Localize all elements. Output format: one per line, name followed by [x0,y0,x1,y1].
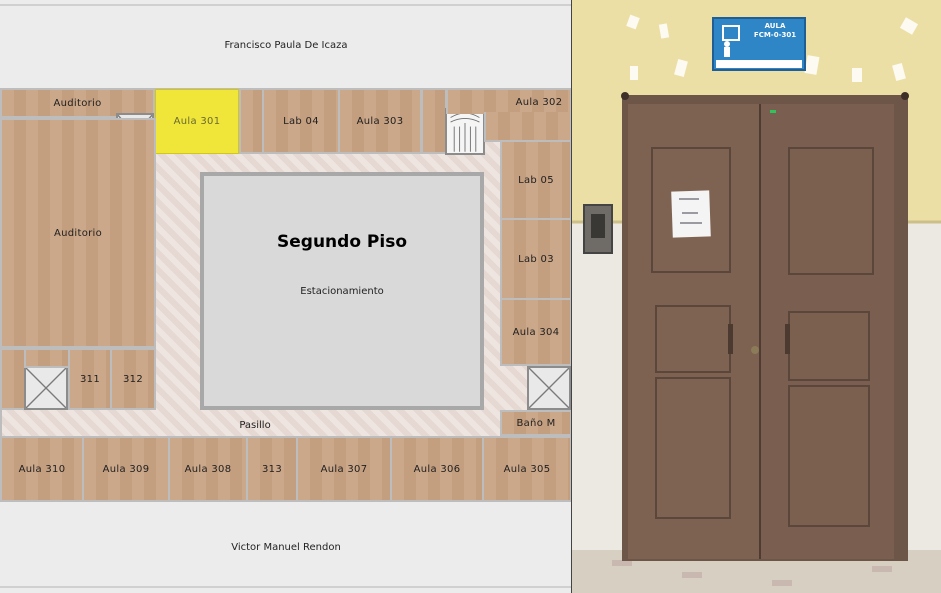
floor-title: Segundo Piso [277,232,407,252]
room-aula-310[interactable]: Aula 310 [0,436,84,502]
room-312[interactable]: 312 [110,348,156,410]
room-aula-307[interactable]: Aula 307 [296,436,392,502]
room-lab-05[interactable]: Lab 05 [500,140,572,220]
room-label: 312 [123,373,143,385]
corridor-label: Pasillo [239,420,271,431]
parking-area[interactable] [200,172,484,410]
sign-line1: AULA [764,22,786,30]
street-edge [0,4,572,6]
room-313[interactable]: 313 [246,436,298,502]
room-label: Aula 306 [413,463,461,475]
room-label: Aula 303 [356,115,404,127]
street-bottom: Victor Manuel Rendon [0,502,572,593]
teacher-board-icon [721,24,743,58]
room-label: Aula 308 [184,463,232,475]
room-label: 311 [80,373,100,385]
room-label: 313 [262,463,282,475]
street-edge [0,586,572,588]
room-label: Lab 04 [283,115,319,127]
room-label: Aula 310 [18,463,66,475]
room-label: Auditorio [53,227,103,239]
room-left-passage[interactable] [24,348,70,368]
door-photo: AULA FCM-0-301 [572,0,941,593]
room-aula-302-lower[interactable] [484,112,572,142]
room-label: Aula 307 [320,463,368,475]
room-small-closet[interactable] [421,88,447,154]
classroom-door-illustration [572,0,941,593]
room-label: Lab 05 [518,174,554,186]
stairs-icon [450,112,480,152]
room-label: Baño M [516,417,556,429]
room-bano-m[interactable]: Baño M [500,410,572,436]
room-label: Aula 309 [102,463,150,475]
room-aula-302[interactable]: Aula 302 [446,88,572,114]
floor-map: Francisco Paula De Icaza Victor Manuel R… [0,0,572,593]
room-label: Aula 304 [512,326,560,338]
room-aula-303[interactable]: Aula 303 [338,88,422,154]
street-top-label: Francisco Paula De Icaza [224,40,348,51]
room-lab-04[interactable]: Lab 04 [262,88,340,154]
room-aula-305[interactable]: Aula 305 [482,436,572,502]
staircase [445,108,485,155]
room-aula-304[interactable]: Aula 304 [500,298,572,366]
room-sign: AULA FCM-0-301 [747,22,803,40]
room-label: Aula 305 [503,463,551,475]
room-small-storage[interactable] [239,88,264,154]
room-aula-309[interactable]: Aula 309 [82,436,170,502]
elevator-right [527,366,571,410]
street-top: Francisco Paula De Icaza [0,0,572,88]
elevator-left [24,366,68,410]
room-label: Lab 03 [518,253,554,265]
room-label: Aula 301 [173,116,221,127]
street-bottom-label: Victor Manuel Rendon [231,542,341,553]
room-311[interactable]: 311 [68,348,112,410]
room-aula-306[interactable]: Aula 306 [390,436,484,502]
sign-line2: FCM-0-301 [753,31,797,39]
room-auditorio[interactable]: Auditorio [0,118,156,348]
elevator-cross-icon [26,368,66,408]
parking-label: Estacionamiento [300,286,384,297]
room-label: Auditorio [53,97,102,109]
room-label: Aula 302 [515,96,563,108]
room-aula-308[interactable]: Aula 308 [168,436,248,502]
room-lab-03[interactable]: Lab 03 [500,218,572,300]
elevator-cross-icon [529,368,569,408]
room-left-utility[interactable] [0,348,26,410]
room-aula-301-highlighted[interactable]: Aula 301 [155,89,239,154]
